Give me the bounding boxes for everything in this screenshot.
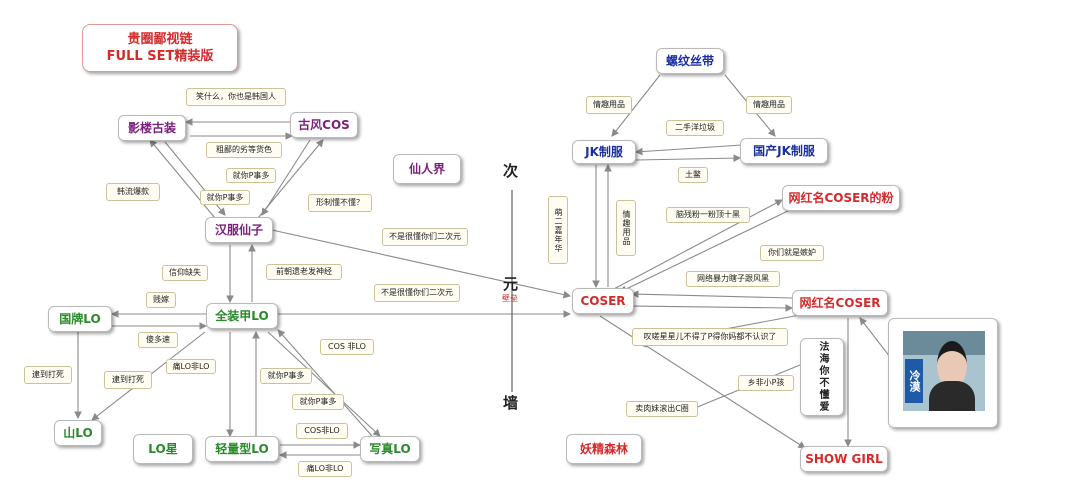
node-hanfu: 汉服仙子: [205, 217, 273, 243]
node-shanlo: 山LO: [54, 420, 102, 446]
title-line2: FULL SET精装版: [106, 49, 214, 64]
node-coser: COSER: [572, 288, 634, 314]
edge-label-nimen: 你们就是嫉妒: [760, 245, 824, 261]
edge-label-jiuni1: 就你P事多: [226, 168, 276, 183]
edge-label-kouhai: 叹嗟星星儿不得了P得你妈都不认识了: [632, 328, 788, 346]
portrait-photo: 冷漠: [888, 318, 998, 428]
edge-label-tonglo: 痛LO非LO: [166, 359, 216, 374]
wall-char-ci: 次: [503, 162, 519, 180]
photo-caption-text: 冷漠: [908, 370, 921, 392]
edge-label-xingzhi: 形制懂不懂？: [308, 194, 372, 212]
edge-label-qingqu1: 情趣用品: [586, 96, 632, 114]
node-gufeng: 古风COS: [290, 112, 358, 138]
edge-label-qingqu2: 情趣用品: [746, 96, 792, 114]
edge-label-cosfei2: COS非LO: [296, 423, 348, 439]
edge-label-wangluo: 网络暴力瞎子跟风黑: [686, 271, 780, 287]
edge-label-shaduo: 傻多速: [138, 332, 178, 348]
edge-wanghongfen-coser: [619, 209, 791, 293]
photo-inner: 冷漠: [903, 331, 985, 411]
edge-gufeng-hanfu: [261, 139, 311, 216]
edge-hanfu-coser: [271, 229, 572, 299]
edge-label-daodao1: 逮到打死: [24, 366, 72, 384]
edge-hanfu-yinglou: [149, 139, 216, 219]
title-line1: 贵圈鄙视链: [127, 32, 193, 47]
node-xiezhen: 写真LO: [360, 436, 420, 462]
edge-label-ershou: 二手洋垃圾: [666, 120, 724, 136]
wall-char-qiang: 墙: [503, 394, 519, 412]
edge-label-meng: 萌二嘉年华: [548, 196, 568, 264]
edge-hanfu-gufeng: [257, 139, 324, 219]
edge-label-jiuni2: 就你P事多: [200, 190, 250, 205]
wall-char-yuan: 元: [503, 275, 519, 293]
edge-label-xinyang: 信仰缺失: [162, 265, 208, 281]
edge-label-tubie: 土鳖: [678, 167, 708, 183]
node-qingliang: 轻量型LO: [205, 436, 279, 462]
photo-body: [929, 381, 975, 411]
edge-label-xiao: 笑什么，你也是韩国人: [186, 88, 286, 106]
edge-coser-wanghong: [631, 304, 794, 312]
edge-wanghong-coser: [630, 290, 793, 299]
edge-label-jianmu: 贱嫁: [146, 292, 176, 308]
node-jk: JK制服: [572, 140, 636, 164]
node-guopai: 国牌LO: [48, 306, 112, 332]
edge-label-jiuni4: 就你P事多: [292, 394, 344, 410]
node-showgirl: SHOW GIRL: [800, 446, 888, 472]
wall-mark: 壁垒: [502, 294, 518, 303]
node-fahai: 法海你不懂爱: [800, 338, 844, 416]
node-xianrenjie: 仙人界: [393, 154, 461, 184]
node-yinglou: 影楼古装: [118, 115, 186, 141]
node-wanghong: 网红名COSER: [792, 290, 888, 316]
edge-label-hanliu: 韩流爆款: [106, 183, 160, 201]
edge-label-qiancao: 前朝遗老发神经: [266, 264, 342, 280]
node-lostar: LO星: [133, 434, 193, 464]
edge-label-tonglo2: 痛LO非LO: [298, 461, 352, 477]
node-quanzhuang: 全装甲LO: [206, 303, 278, 329]
edge-label-qingqu3: 情趣用品: [616, 200, 636, 256]
edge-label-culie: 粗鄙的劣等货色: [206, 142, 282, 158]
edge-label-daodao2: 逮到打死: [104, 371, 152, 389]
node-yaojing: 妖精森林: [566, 434, 642, 464]
edge-label-cosfei: COS 非LO: [320, 339, 374, 355]
edge-label-bushi1: 不是很懂你们二次元: [382, 228, 468, 246]
edge-luowen-jk: [611, 74, 661, 137]
photo-caption: 冷漠: [905, 359, 923, 403]
edge-label-naocan: 脑残粉一粉顶十黑: [666, 207, 750, 223]
edge-label-mairou: 卖肉妹滚出C圈: [626, 401, 698, 417]
edge-label-jiuni3: 就你P事多: [260, 368, 312, 384]
edge-label-xiangfei: 乡非小P孩: [738, 375, 794, 391]
node-wanghongfen: 网红名COSER的粉: [782, 185, 900, 211]
node-guochanjk: 国产JK制服: [740, 138, 828, 164]
edge-label-bushi2: 不是很懂你们二次元: [374, 284, 460, 302]
node-luowen: 螺纹丝带: [656, 48, 724, 74]
edge-quanzhuang-xiezhen: [267, 331, 381, 437]
edge-xiezhen-quanzhuang: [277, 329, 373, 437]
edge-coser-wanghongfen: [611, 199, 783, 291]
diagram-title: 贵圈鄙视链 FULL SET精装版: [82, 24, 238, 72]
edge-guochanjk-jk: [634, 144, 743, 156]
edge-jk-guochanjk: [635, 154, 742, 162]
